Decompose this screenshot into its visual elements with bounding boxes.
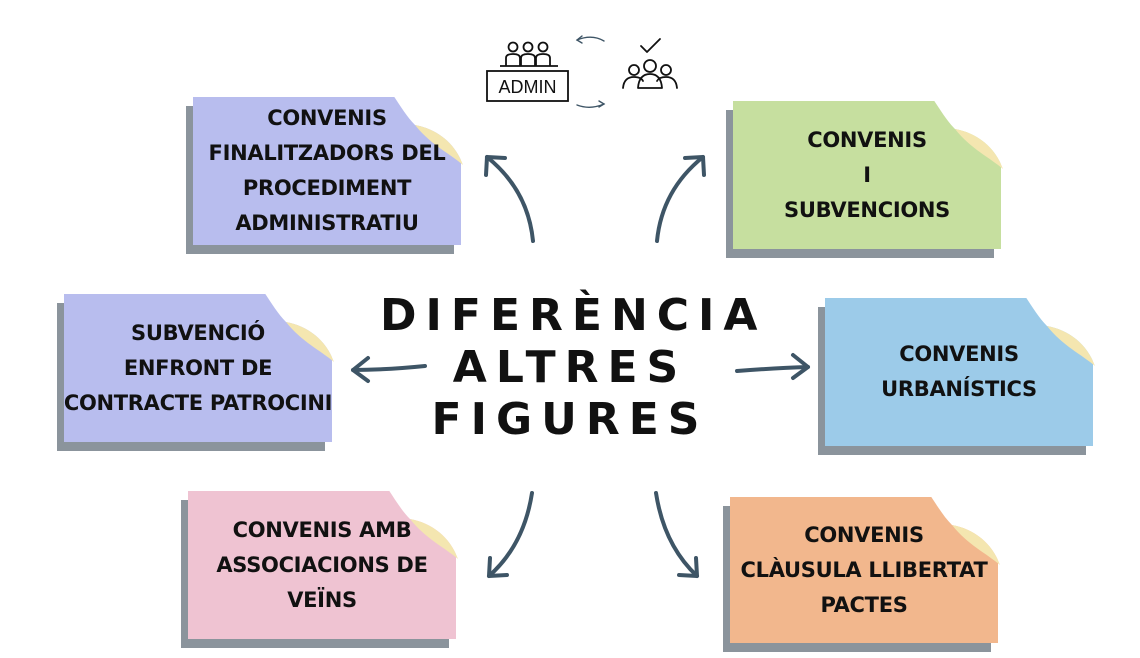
box-text-line: PROCEDIMENT xyxy=(242,176,412,200)
box-text-line: VEÏNS xyxy=(287,587,357,612)
page-curl xyxy=(1025,296,1095,366)
box-text-line: FINALITZADORS DEL xyxy=(208,141,446,165)
box-text-line: CONVENIS xyxy=(807,127,927,152)
arrow-top-right xyxy=(655,155,706,243)
admin-meeting-icon xyxy=(486,41,569,102)
box-subvencio-patrocini: SUBVENCIÓ ENFRONT DE CONTRACTE PATROCINI xyxy=(57,292,334,451)
box-convenis-clausula: CONVENIS CLÀUSULA LLIBERTAT PACTES xyxy=(723,495,1000,652)
arrow-left xyxy=(351,356,427,383)
box-text-line: ENFRONT DE xyxy=(123,355,273,380)
box-convenis-associacions: CONVENIS AMB ASSOCIACIONS DE VEÏNS xyxy=(181,489,458,648)
approved-group-icon xyxy=(622,38,678,89)
center-title-line: ALTRES xyxy=(452,342,688,393)
box-convenis-subvencions: CONVENIS I SUBVENCIONS xyxy=(726,99,1003,258)
admin-label: ADMIN xyxy=(499,77,557,97)
center-title-line: FIGURES xyxy=(431,394,709,445)
arrow-top-left xyxy=(484,155,535,243)
page-curl xyxy=(388,489,458,559)
box-text-line: CONVENIS xyxy=(804,522,924,547)
box-convenis-urbanistics: CONVENIS URBANÍSTICS xyxy=(818,296,1095,455)
center-title-line: DIFERÈNCIA xyxy=(380,290,767,341)
page-curl xyxy=(393,95,463,165)
page-curl xyxy=(933,99,1003,169)
arrow-bottom-left xyxy=(487,491,534,578)
arrow-bottom-right xyxy=(654,491,699,578)
box-text-line: URBANÍSTICS xyxy=(881,377,1037,401)
box-convenis-finalitzadors: CONVENIS FINALITZADORS DEL PROCEDIMENT A… xyxy=(186,95,463,254)
box-text-line: I xyxy=(863,162,871,187)
center-title: DIFERÈNCIA ALTRES FIGURES xyxy=(380,290,760,446)
box-text-line: CONVENIS xyxy=(899,342,1019,366)
box-text-line: SUBVENCIONS xyxy=(784,197,950,222)
box-text-line: SUBVENCIÓ xyxy=(131,320,265,345)
box-text-line: CLÀUSULA LLIBERTAT xyxy=(740,557,988,582)
box-text-line: CONTRACTE PATROCINI xyxy=(63,390,333,415)
page-curl xyxy=(930,495,1000,565)
cycle-arrows-icon xyxy=(575,35,606,108)
box-text-line: ASSOCIACIONS DE xyxy=(216,552,428,577)
box-text-line: PACTES xyxy=(820,592,908,617)
page-curl xyxy=(264,292,334,362)
box-text-line: ADMINISTRATIU xyxy=(235,211,419,235)
box-text-line: CONVENIS AMB xyxy=(232,517,412,542)
box-text-line: CONVENIS xyxy=(267,106,387,130)
arrow-right xyxy=(735,353,810,380)
